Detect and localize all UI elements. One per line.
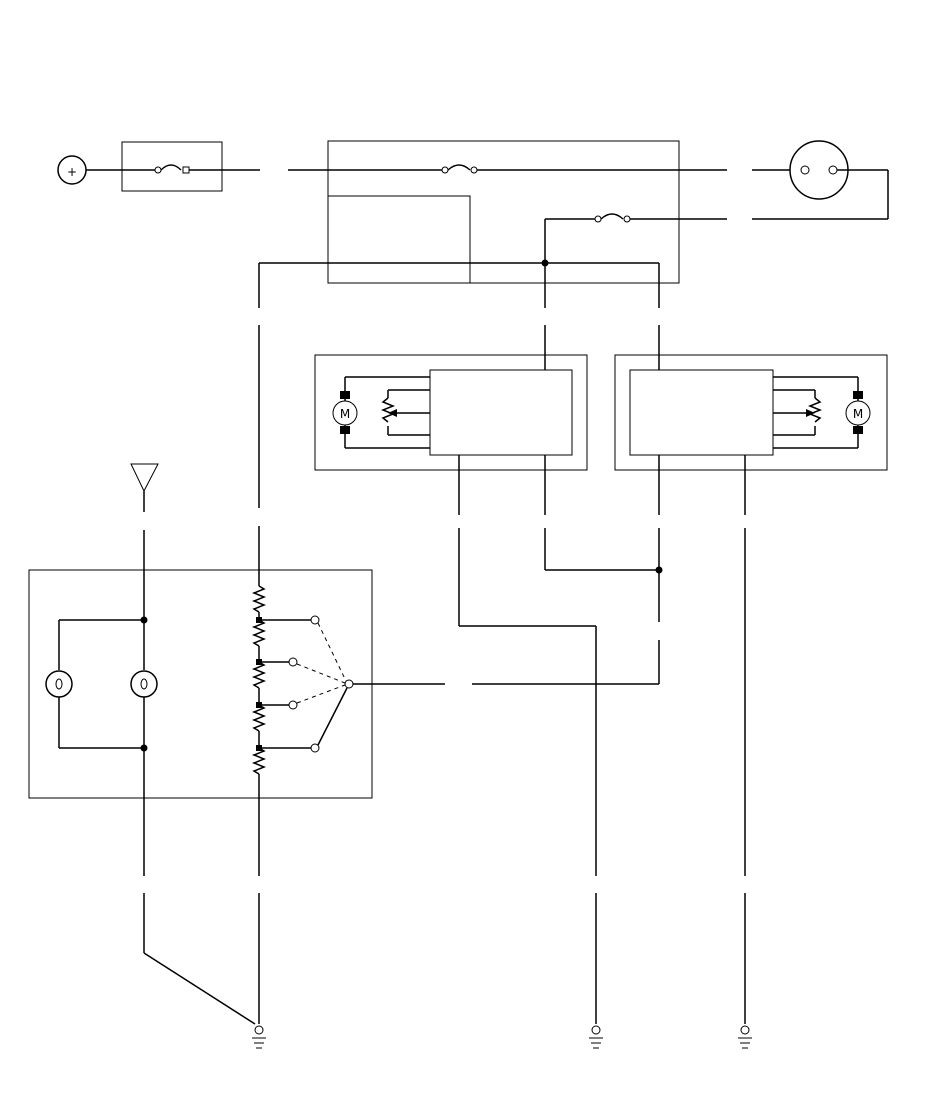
fuse-icon — [328, 164, 727, 174]
junction-dot — [140, 616, 148, 624]
control-unit-box — [28, 569, 373, 799]
ground-icon — [252, 1025, 266, 1049]
fuse-icon — [122, 164, 222, 174]
ground-icon — [589, 1025, 603, 1049]
junction-dot — [140, 744, 148, 752]
motor-label: M — [853, 407, 863, 421]
left-actuator-housing — [314, 354, 588, 471]
antenna-icon — [130, 463, 159, 493]
main-fuse-box — [121, 141, 223, 192]
motor-label: M — [340, 407, 350, 421]
left-actuator-controller — [429, 369, 573, 456]
wire-ground-diagonal — [143, 952, 256, 1025]
right-actuator-housing — [614, 354, 888, 471]
selector-switch — [259, 615, 445, 753]
potentiometer-icon — [773, 389, 823, 436]
junction-dot — [655, 566, 663, 574]
relay-sub-box — [327, 195, 471, 284]
fuse-relay-block — [327, 140, 680, 284]
bulb-icon — [130, 670, 158, 698]
right-actuator-controller — [629, 369, 774, 456]
motor-icon: M — [332, 376, 430, 449]
junction-dot — [541, 259, 549, 267]
battery-positive-icon: + — [57, 155, 87, 185]
ground-icon — [738, 1025, 752, 1049]
motor-icon: M — [773, 376, 871, 449]
potentiometer-icon — [380, 389, 430, 436]
fuse-icon — [545, 213, 727, 223]
battery-label: + — [67, 165, 77, 179]
bulb-icon — [45, 670, 73, 698]
